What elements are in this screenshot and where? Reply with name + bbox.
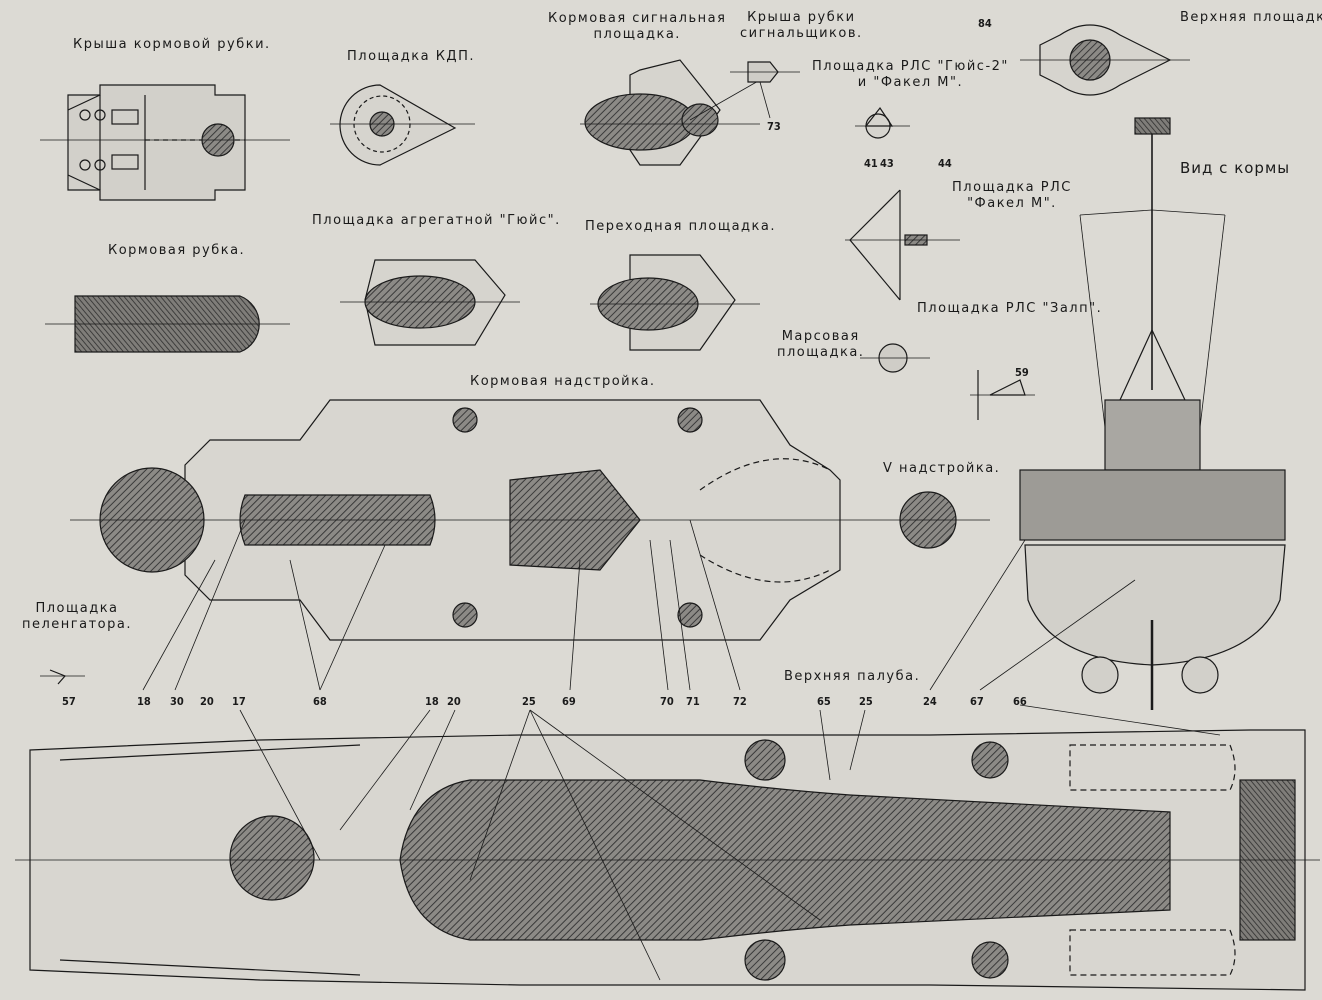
callout-25-deck: 25 bbox=[859, 695, 873, 708]
kdp-platform-label: Площадка КДП. bbox=[347, 49, 475, 64]
aft-superstructure-plan bbox=[70, 399, 990, 641]
callout-17: 17 bbox=[232, 695, 246, 708]
callout-69: 69 bbox=[562, 695, 576, 708]
callout-84: 84 bbox=[978, 17, 992, 30]
callout-leaders bbox=[142, 519, 1221, 981]
aft-cabin-roof-plan bbox=[40, 84, 290, 201]
radar-platform-guys-fakel-label: Площадка РЛС "Гюйс-2" и "Факел М". bbox=[812, 59, 1009, 90]
callout-25: 25 bbox=[522, 695, 536, 708]
aft-signal-platform-plan bbox=[580, 59, 761, 166]
callout-41: 41 bbox=[864, 157, 878, 170]
callout-67: 67 bbox=[970, 695, 984, 708]
radar-platform-zalp-label: Площадка РЛС "Залп". bbox=[917, 301, 1103, 316]
callout-72: 72 bbox=[733, 695, 747, 708]
callout-57: 57 bbox=[62, 695, 76, 708]
upper-platform-label: Верхняя площадка. bbox=[1180, 10, 1322, 25]
v-superstructure-label: V надстройка. bbox=[883, 461, 1001, 476]
aggregate-guys-platform-label: Площадка агрегатной "Гюйс". bbox=[312, 213, 561, 228]
transition-platform-label: Переходная площадка. bbox=[585, 219, 776, 234]
callout-70: 70 bbox=[660, 695, 674, 708]
callout-43: 43 bbox=[880, 157, 894, 170]
callout-71: 71 bbox=[686, 695, 700, 708]
direction-finder-platform-plan bbox=[40, 669, 85, 685]
transition-platform-plan bbox=[590, 254, 760, 351]
mast-platform-plan bbox=[860, 343, 930, 373]
aft-cabin-roof-label: Крыша кормовой рубки. bbox=[73, 37, 271, 52]
stern-view-label: Вид с кормы bbox=[1180, 159, 1291, 177]
fakel-radar-platform-plan bbox=[845, 189, 960, 301]
upper-deck-plan bbox=[15, 729, 1320, 991]
upper-deck-label: Верхняя палуба. bbox=[784, 669, 921, 684]
callout-20: 20 bbox=[200, 695, 214, 708]
callout-24: 24 bbox=[923, 695, 937, 708]
upper-platform-plan bbox=[1020, 24, 1190, 96]
callout-18-deck: 18 bbox=[425, 695, 439, 708]
signalmen-cabin-roof-plan bbox=[730, 61, 800, 119]
aft-superstructure-label: Кормовая надстройка. bbox=[470, 374, 656, 389]
callout-73: 73 bbox=[767, 120, 781, 133]
direction-finder-platform-label: Площадка пеленгатора. bbox=[22, 601, 132, 632]
aggregate-guys-platform-plan bbox=[340, 259, 520, 346]
aft-cabin-plan bbox=[45, 295, 290, 353]
signalmen-cabin-roof-label: Крыша рубки сигнальщиков. bbox=[740, 10, 863, 41]
stern-view-elevation bbox=[1019, 117, 1286, 710]
aft-signal-platform-label: Кормовая сигнальная площадка. bbox=[548, 11, 727, 42]
zalp-radar-platform-plan bbox=[970, 370, 1035, 420]
radar-platform-small-plan bbox=[855, 106, 910, 139]
aft-cabin-label: Кормовая рубка. bbox=[108, 243, 246, 258]
callout-18: 18 bbox=[137, 695, 151, 708]
mast-platform-label: Марсовая площадка. bbox=[777, 329, 865, 360]
callout-66: 66 bbox=[1013, 695, 1027, 708]
radar-platform-fakel-label: Площадка РЛС "Факел М". bbox=[952, 180, 1072, 211]
callout-68: 68 bbox=[313, 695, 327, 708]
callout-20-deck: 20 bbox=[447, 695, 461, 708]
callout-44: 44 bbox=[938, 157, 952, 170]
callout-59: 59 bbox=[1015, 366, 1029, 379]
callout-30: 30 bbox=[170, 695, 184, 708]
callout-65: 65 bbox=[817, 695, 831, 708]
kdp-platform-plan bbox=[330, 84, 475, 166]
